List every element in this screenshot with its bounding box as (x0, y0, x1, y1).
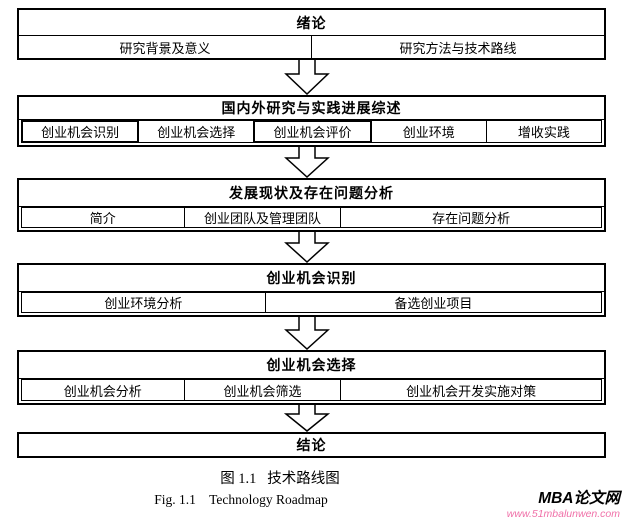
section-title: 绪论 (19, 10, 604, 36)
section-cells-row: 创业环境分析备选创业项目 (19, 292, 604, 315)
flow-cell: 创业机会选择 (138, 120, 255, 143)
section-cells-row: 创业机会识别创业机会选择创业机会评价创业环境增收实践 (19, 120, 604, 145)
watermark-site-url: www.51mbalunwen.com (506, 507, 620, 520)
section-opportunity-selection: 创业机会选择 创业机会分析创业机会筛选创业机会开发实施对策 (17, 350, 606, 405)
flow-cell: 创业团队及管理团队 (183, 207, 342, 228)
flow-cell: 研究方法与技术路线 (311, 36, 604, 58)
section-title: 发展现状及存在问题分析 (19, 180, 604, 207)
section-cells-row: 研究背景及意义研究方法与技术路线 (19, 36, 604, 58)
section-status-analysis: 发展现状及存在问题分析 简介创业团队及管理团队存在问题分析 (17, 178, 606, 232)
watermark-site-name: MBA论文网 (538, 490, 620, 507)
flow-cell: 创业机会评价 (253, 120, 372, 143)
down-arrow-icon (284, 232, 330, 263)
section-title: 国内外研究与实践进展综述 (19, 97, 604, 120)
section-title: 结论 (296, 437, 327, 453)
flow-cell: 创业机会识别 (21, 120, 140, 143)
down-arrow-icon (283, 405, 331, 432)
flow-cell: 创业环境 (370, 120, 487, 143)
section-title: 创业机会识别 (19, 265, 604, 292)
watermark: MBA论文网 www.51mbalunwen.com (507, 490, 620, 520)
figure-caption-zh: 图 1.1 技术路线图 (220, 471, 340, 487)
figure-caption-en: Fig. 1.1 Technology Roadmap (154, 492, 328, 507)
down-arrow-icon (284, 147, 330, 178)
flow-cell: 创业机会筛选 (183, 379, 342, 401)
section-conclusion: 结论 (17, 432, 606, 458)
down-arrow-icon (284, 60, 330, 95)
flow-cell: 创业机会分析 (21, 379, 185, 401)
section-opportunity-identification: 创业机会识别 创业环境分析备选创业项目 (17, 263, 606, 317)
flow-cell: 研究背景及意义 (19, 36, 311, 58)
section-cells-row: 创业机会分析创业机会筛选创业机会开发实施对策 (19, 379, 604, 403)
section-literature-review: 国内外研究与实践进展综述 创业机会识别创业机会选择创业机会评价创业环境增收实践 (17, 95, 606, 147)
section-cells-row: 简介创业团队及管理团队存在问题分析 (19, 207, 604, 230)
section-title: 创业机会选择 (19, 352, 604, 379)
flow-cell: 创业环境分析 (21, 292, 266, 313)
down-arrow-icon (284, 317, 330, 350)
flow-cell: 备选创业项目 (264, 292, 602, 313)
section-introduction: 绪论 研究背景及意义研究方法与技术路线 (17, 8, 606, 60)
flow-cell: 存在问题分析 (340, 207, 603, 228)
flow-cell: 创业机会开发实施对策 (340, 379, 603, 401)
flow-cell: 简介 (21, 207, 185, 228)
flow-cell: 增收实践 (485, 120, 603, 143)
